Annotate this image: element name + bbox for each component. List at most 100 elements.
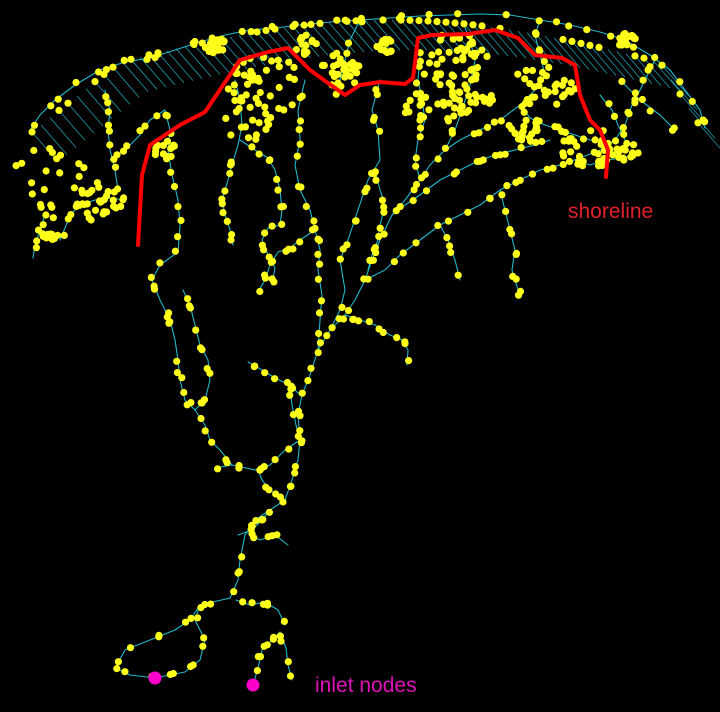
node-626 — [444, 117, 453, 125]
node-834 — [127, 55, 135, 63]
node-711 — [595, 162, 603, 170]
node-156 — [296, 140, 304, 148]
node-97 — [208, 438, 216, 446]
node-260 — [512, 275, 520, 283]
inlet-node-layer — [148, 671, 260, 692]
node-771 — [212, 43, 220, 52]
node-516 — [224, 85, 232, 93]
node-103 — [178, 374, 186, 382]
node-243 — [490, 118, 498, 126]
channel-path-35 — [619, 79, 676, 131]
node-302 — [227, 160, 235, 168]
node-773 — [209, 49, 217, 57]
node-199 — [516, 176, 524, 184]
inlet-node-2 — [246, 678, 260, 692]
node-360 — [565, 22, 573, 30]
node-833 — [109, 63, 117, 71]
node-651 — [472, 75, 480, 83]
node-642 — [465, 106, 473, 115]
node-511 — [285, 73, 293, 81]
node-866 — [658, 61, 666, 69]
node-583 — [459, 53, 467, 62]
hatch-channel-39 — [373, 19, 401, 51]
node-20 — [286, 482, 295, 490]
node-309 — [255, 150, 263, 158]
node-667 — [567, 79, 575, 87]
node-9 — [207, 600, 215, 608]
node-60 — [114, 658, 122, 666]
node-189 — [399, 249, 407, 257]
node-29 — [298, 389, 306, 397]
node-358 — [535, 17, 543, 25]
node-405 — [520, 108, 528, 116]
node-477 — [96, 198, 105, 206]
node-827 — [620, 156, 628, 164]
node-75 — [284, 658, 292, 666]
node-291 — [270, 278, 278, 286]
node-61 — [126, 644, 135, 652]
node-682 — [522, 99, 530, 107]
node-14 — [238, 553, 246, 561]
node-865 — [640, 54, 648, 62]
hatch-channel-36 — [346, 21, 374, 52]
node-414 — [610, 112, 619, 120]
node-394 — [443, 234, 451, 242]
node-274 — [286, 391, 294, 399]
node-568 — [329, 69, 337, 77]
node-254 — [502, 207, 510, 215]
node-32 — [316, 339, 324, 347]
node-437 — [47, 201, 55, 209]
node-143 — [315, 309, 324, 317]
node-851 — [433, 18, 441, 26]
node-512 — [262, 66, 270, 74]
node-564 — [349, 58, 357, 67]
node-35 — [335, 315, 343, 323]
node-712 — [566, 135, 574, 143]
node-262 — [516, 287, 525, 295]
node-447 — [18, 159, 26, 167]
hatch-channel-33 — [319, 23, 347, 54]
node-36 — [344, 306, 353, 315]
node-130 — [192, 326, 200, 334]
hatch-channel-40 — [382, 19, 410, 51]
node-89 — [271, 456, 279, 464]
node-297 — [221, 187, 229, 195]
node-203 — [565, 157, 574, 166]
node-487 — [42, 234, 50, 242]
node-664 — [521, 75, 529, 83]
node-529 — [267, 114, 275, 122]
hatch-channel-66 — [616, 51, 644, 82]
node-190 — [412, 239, 420, 247]
node-684 — [531, 93, 539, 101]
node-617 — [439, 98, 447, 106]
node-532 — [262, 110, 270, 118]
node-361 — [583, 26, 591, 34]
node-701 — [567, 148, 575, 156]
node-842 — [307, 20, 315, 28]
node-549 — [341, 73, 349, 81]
node-397 — [454, 271, 462, 279]
node-431 — [75, 172, 83, 181]
node-327 — [106, 141, 114, 149]
node-210 — [624, 108, 632, 116]
node-646 — [450, 104, 459, 112]
node-822 — [623, 139, 631, 148]
node-841 — [289, 22, 297, 31]
hatch-channel-64 — [598, 47, 626, 78]
node-531 — [231, 96, 239, 105]
node-329 — [111, 163, 120, 171]
node-419 — [638, 95, 647, 104]
hatch-channel-62 — [580, 43, 608, 74]
hatch-channel-16 — [166, 50, 194, 81]
shoreline-path — [136, 28, 610, 247]
node-169 — [361, 188, 369, 196]
node-430 — [75, 160, 83, 168]
node-859 — [559, 35, 567, 44]
node-838 — [253, 28, 261, 36]
node-523 — [232, 108, 240, 116]
hatch-channel-72 — [670, 79, 698, 110]
channel-path-14 — [391, 139, 551, 216]
node-146 — [316, 260, 324, 268]
node-845 — [352, 17, 360, 25]
node-77 — [239, 598, 247, 606]
